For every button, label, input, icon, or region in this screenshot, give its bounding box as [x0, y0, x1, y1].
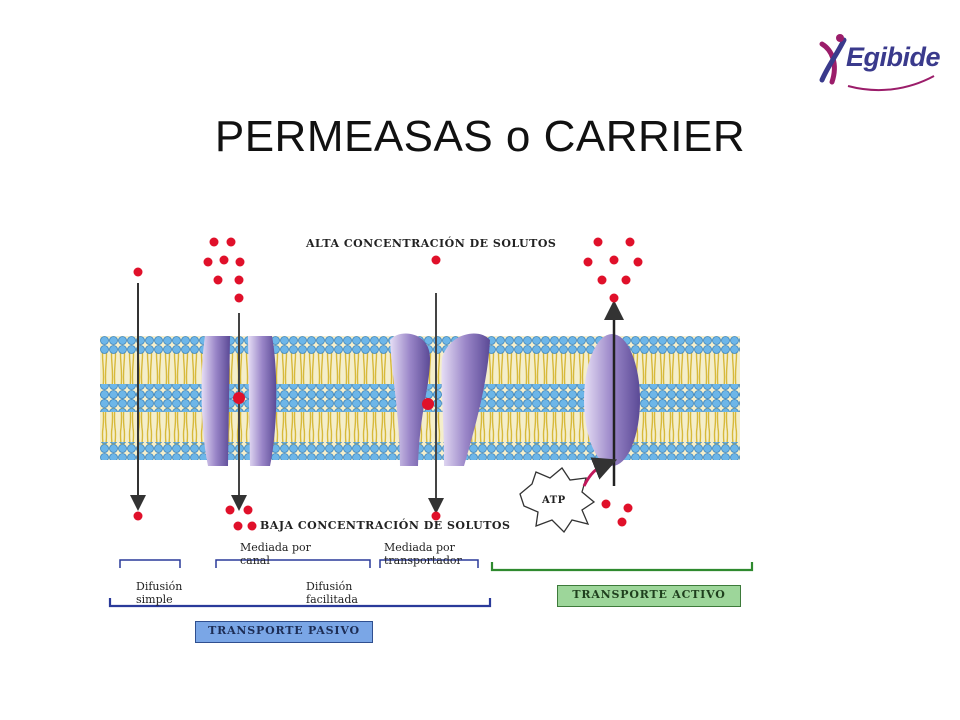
carrier-mediated-label-2: transportador — [384, 554, 462, 567]
low-concentration-label: BAJA CONCENTRACIÓN DE SOLUTOS — [260, 519, 511, 532]
carrier-mediated-label-1: Mediada por — [384, 541, 455, 554]
facilitated-diffusion-label-1: Difusión — [306, 580, 353, 593]
simple-diffusion-label-1: Difusión — [136, 580, 183, 593]
logo-text: Egibide — [846, 42, 941, 72]
simple-diffusion-label-2: simple — [136, 593, 173, 606]
slide-title: PERMEASAS o CARRIER — [214, 112, 746, 161]
passive-transport-box: TRANSPORTE PASIVO — [195, 621, 373, 643]
active-transport-box: TRANSPORTE ACTIVO — [557, 585, 741, 607]
diagram-art — [100, 237, 754, 608]
logo-swoosh-icon — [819, 34, 935, 92]
atp-label: ATP — [542, 495, 566, 506]
channel-mediated-label-2: canal — [240, 554, 270, 567]
high-concentration-label: ALTA CONCENTRACIÓN DE SOLUTOS — [306, 237, 557, 250]
egibide-logo: Egibide — [818, 30, 941, 100]
facilitated-diffusion-label-2: facilitada — [306, 593, 358, 606]
channel-mediated-label-1: Mediada por — [240, 541, 311, 554]
membrane-transport-diagram: ALTA CONCENTRACIÓN DE SOLUTOS BAJA CONCE… — [100, 228, 760, 648]
atp-burst — [519, 467, 596, 534]
